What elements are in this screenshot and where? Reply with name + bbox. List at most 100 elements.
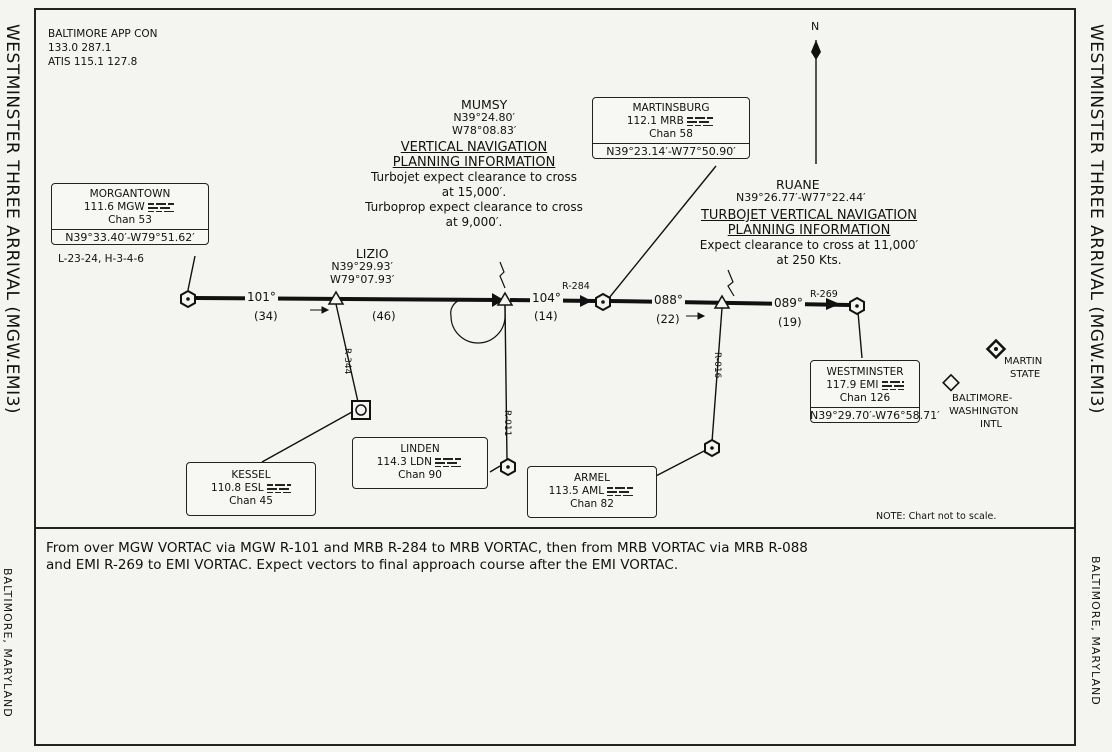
- navaid-freq: 114.3 LDN: [376, 456, 432, 468]
- navaid-name: ARMEL: [573, 472, 611, 484]
- fix-name: LIZIO: [355, 246, 389, 261]
- morse-code-icon: [148, 202, 177, 212]
- vortac-linden-icon: [500, 457, 516, 477]
- route-lines: [195, 296, 851, 307]
- navaid-name: KESSEL: [231, 469, 271, 481]
- morse-code-icon: [687, 116, 716, 126]
- plan-view-divider: [34, 527, 1076, 529]
- vnav-line: Turbojet expect clearance to cross: [371, 170, 577, 184]
- vnav-heading: PLANNING INFORMATION: [727, 223, 891, 238]
- fix-label-ruane: RUANE N39°26.77′-W77°22.44′: [736, 178, 866, 204]
- vnav-heading: PLANNING INFORMATION: [392, 155, 556, 170]
- fix-ruane-icon: [713, 294, 731, 309]
- leg-distance-1: (34): [254, 309, 278, 323]
- radial-label-r011: R-011: [502, 410, 512, 437]
- navaid-box-morgantown: MORGANTOWN 111.6 MGW Chan 53 N39°33.40′-…: [51, 183, 209, 245]
- airport-label-bwi-2: WASHINGTON: [949, 406, 1019, 417]
- north-arrow-icon: [811, 40, 821, 164]
- navaid-name: MORGANTOWN: [89, 188, 171, 200]
- navaid-coords: N39°33.40′-W79°51.62′: [52, 229, 208, 244]
- enroute-chart-refs: L-23-24, H-3-4-6: [58, 253, 144, 265]
- navaid-chan: Chan 53: [108, 214, 152, 226]
- vortac-martinsburg-icon: [595, 292, 611, 312]
- fix-mumsy-icon: [496, 291, 514, 306]
- radial-label-r016: R-016: [712, 352, 722, 379]
- navaid-box-kessel: KESSEL 110.8 ESL Chan 45: [186, 462, 316, 516]
- description-line-2: and EMI R-269 to EMI VORTAC. Expect vect…: [46, 557, 679, 573]
- navaid-name: MARTINSBURG: [632, 102, 710, 114]
- navaid-coords: N39°23.14′-W77°50.90′: [593, 143, 749, 158]
- vortac-morgantown-icon: [180, 289, 196, 309]
- vortac-kessel-icon: [351, 400, 371, 420]
- leg-distance-4: (22): [656, 312, 680, 326]
- navaid-chan: Chan 90: [398, 469, 442, 481]
- leg-course-3: 104°: [530, 291, 563, 305]
- vnav-line: Expect clearance to cross at 11,000′: [699, 238, 919, 252]
- fix-lat: N39°24.80′: [453, 111, 516, 124]
- navaid-coords: N39°29.70′-W76°58.71′: [810, 407, 940, 422]
- airport-label-bwi-3: INTL: [980, 419, 1003, 430]
- fix-lizio-icon: [327, 290, 345, 305]
- north-label: N: [811, 20, 820, 33]
- navaid-chan: Chan 58: [649, 128, 693, 140]
- fix-lat: N39°29.93′: [331, 260, 394, 273]
- leg-distance-3: (14): [534, 309, 558, 323]
- airport-label-bwi-1: BALTIMORE-: [952, 393, 1013, 404]
- chart-frame: [34, 8, 1076, 746]
- vnav-heading: TURBOJET VERTICAL NAVIGATION: [700, 208, 918, 223]
- airport-label-martin: MARTIN: [1004, 356, 1043, 367]
- vnav-line: at 250 Kts.: [776, 253, 842, 267]
- navaid-freq: 112.1 MRB: [626, 115, 684, 127]
- leg-course-1: 101°: [245, 290, 278, 304]
- description-line-1: From over MGW VORTAC via MGW R-101 and M…: [46, 540, 808, 556]
- navaid-freq: 110.8 ESL: [211, 482, 264, 494]
- fix-name: MUMSY: [461, 97, 508, 112]
- navaid-box-linden: LINDEN 114.3 LDN Chan 90: [352, 437, 488, 489]
- navaid-freq: 111.6 MGW: [83, 201, 145, 213]
- scale-note: NOTE: Chart not to scale.: [876, 511, 997, 522]
- vnav-info-ruane: TURBOJET VERTICAL NAVIGATION PLANNING IN…: [680, 208, 938, 268]
- arrival-description: From over MGW VORTAC via MGW R-101 and M…: [46, 540, 1046, 574]
- approach-control-freqs: 133.0 287.1: [48, 42, 112, 54]
- vnav-heading: VERTICAL NAVIGATION: [400, 140, 548, 155]
- airport-label-martin-state: STATE: [1010, 369, 1041, 380]
- fix-label-mumsy: MUMSY N39°24.80′ W78°08.83′: [452, 98, 516, 137]
- leg-distance-2: (46): [372, 309, 396, 323]
- radial-label-r269: R-269: [810, 289, 838, 300]
- vnav-info-mumsy: VERTICAL NAVIGATION PLANNING INFORMATION…: [364, 140, 584, 230]
- navaid-box-armel: ARMEL 113.5 AML Chan 82: [527, 466, 657, 518]
- navaid-chan: Chan 126: [839, 392, 891, 404]
- navaid-box-martinsburg: MARTINSBURG 112.1 MRB Chan 58 N39°23.14′…: [592, 97, 750, 159]
- vnav-line: at 15,000′.: [441, 185, 507, 199]
- airport-martin-state-icon: [985, 338, 1007, 360]
- morse-code-icon: [435, 457, 464, 467]
- navaid-freq: 113.5 AML: [548, 485, 605, 497]
- radial-lines: [187, 165, 863, 479]
- radial-label-r344: R-344: [342, 348, 352, 375]
- fix-coords: N39°26.77′-W77°22.44′: [736, 191, 866, 204]
- fix-lon: W78°08.83′: [452, 124, 517, 137]
- morse-code-icon: [607, 486, 636, 496]
- vortac-armel-icon: [704, 438, 720, 458]
- airport-bwi-icon: [942, 373, 960, 392]
- navaid-chan: Chan 82: [570, 498, 614, 510]
- vnav-line: at 9,000′.: [445, 215, 503, 229]
- fix-name: RUANE: [776, 177, 820, 192]
- navaid-box-westminster: WESTMINSTER 117.9 EMI Chan 126 N39°29.70…: [810, 360, 940, 423]
- vnav-line: Turboprop expect clearance to cross: [365, 200, 583, 214]
- navaid-name: LINDEN: [400, 443, 440, 455]
- leg-course-4: 088°: [652, 293, 685, 307]
- morse-code-icon: [881, 380, 904, 390]
- vortac-westminster-icon: [849, 296, 865, 316]
- atis-freqs: ATIS 115.1 127.8: [48, 56, 138, 68]
- morse-code-icon: [266, 483, 291, 493]
- approach-control-name: BALTIMORE APP CON: [48, 28, 158, 40]
- radial-label-r284: R-284: [562, 281, 590, 292]
- fix-label-lizio: LIZIO N39°29.93′ W79°07.93′: [330, 247, 394, 286]
- navaid-freq: 117.9 EMI: [826, 379, 879, 391]
- fix-lon: W79°07.93′: [330, 273, 395, 286]
- leg-course-5: 089°: [772, 296, 805, 310]
- navaid-name: WESTMINSTER: [826, 366, 904, 378]
- navaid-chan: Chan 45: [229, 495, 273, 507]
